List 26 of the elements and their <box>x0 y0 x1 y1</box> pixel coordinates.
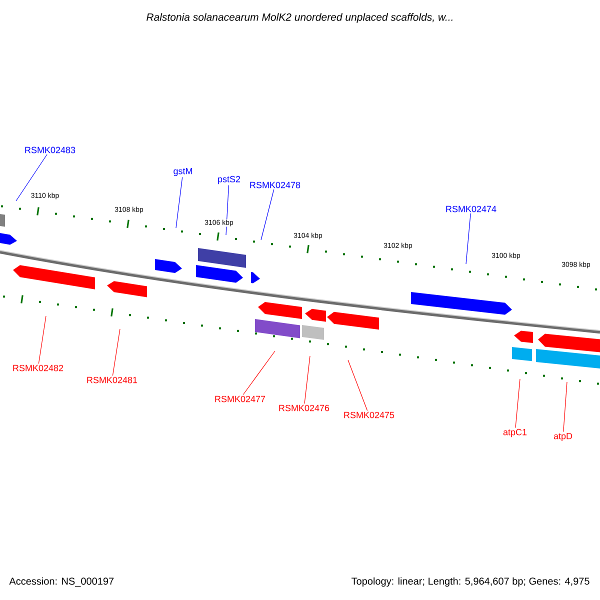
gene-label: RSMK02476 <box>279 404 330 412</box>
title: Ralstonia solanacearum MolK2 unordered unplaced scaffolds, w... <box>146 13 452 23</box>
leader-line <box>563 382 568 432</box>
gene-label: atpD <box>554 432 572 442</box>
summary-text: Topology: linear; Length: 5,964,607 bp; Genes: 4,975 <box>352 577 590 587</box>
gene-label: RSMK02475 <box>344 412 394 418</box>
leader-line <box>176 176 183 228</box>
leader-line <box>260 189 274 240</box>
leader-line <box>242 350 276 395</box>
gene-label: RSMK02482 <box>13 364 64 372</box>
gene-label: RSMK02477 <box>215 396 266 402</box>
gene-label: RSMK02478 <box>250 182 300 188</box>
leader-line <box>515 378 520 428</box>
gene-label: RSMK02483 <box>25 146 76 154</box>
gene-label: atpC1 <box>503 428 527 438</box>
gene-label: RSMK02481 <box>87 376 138 384</box>
gene-label: pstS2 <box>218 176 240 184</box>
gene-label: gstM <box>174 168 192 176</box>
leader-line <box>466 213 471 264</box>
gene-label: RSMK02474 <box>446 206 496 212</box>
leader-line <box>348 360 368 411</box>
accession-text: Accession: NS_000197 <box>9 577 114 587</box>
leader-line <box>38 316 46 364</box>
leader-line <box>304 356 310 404</box>
leader-line <box>16 154 48 202</box>
leader-line <box>112 328 120 376</box>
